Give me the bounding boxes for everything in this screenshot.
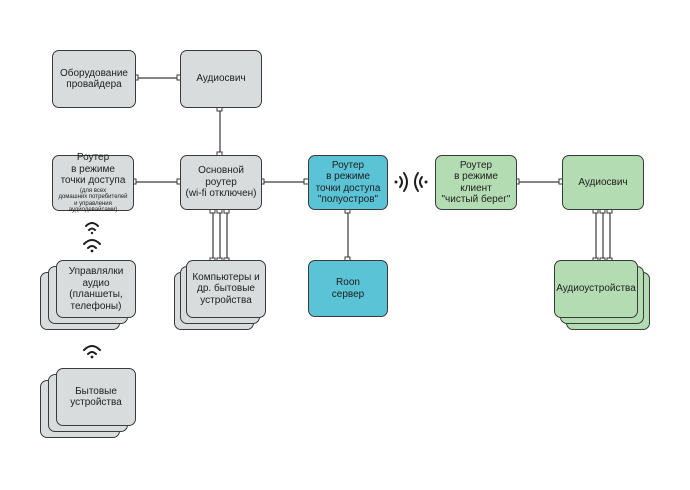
provider-equipment-label: Оборудование провайдера — [59, 67, 128, 91]
wifi-icon — [83, 239, 101, 253]
household-devices-node: Бытовые устройства — [56, 368, 136, 426]
access-point-router-note: (для всех домашних потребителей и управл… — [58, 187, 128, 214]
provider-equipment-node: Оборудование провайдера — [52, 50, 136, 108]
audio-controllers-label: Управлялки аудио (планшеты, телефоны) — [68, 266, 124, 312]
audio-switch-top-label: Аудиосвич — [196, 73, 246, 85]
household-devices-label: Бытовые устройства — [70, 385, 122, 409]
bridge-router-label: Роутер в режиме точки доступа "полуостро… — [315, 159, 381, 206]
roon-server-node: Roon сервер — [308, 260, 388, 317]
computers-node: Компьютеры и др. бытовые устройства — [186, 260, 266, 318]
audio-switch-right-node: Аудиосвич — [562, 155, 644, 210]
wifi-icon — [85, 222, 99, 235]
access-point-router-node: Роутер в режиме точки доступа (для всех … — [52, 152, 134, 214]
computers-label: Компьютеры и др. бытовые устройства — [192, 271, 260, 306]
audio-devices-label: Аудиоустройства — [556, 283, 636, 295]
roon-server-label: Roon сервер — [331, 277, 365, 300]
audio-switch-top-node: Аудиосвич — [180, 50, 262, 108]
access-point-router-label: Роутер в режиме точки доступа (для всех … — [58, 152, 128, 214]
signal-right-icon — [394, 172, 408, 192]
connectors — [134, 77, 611, 262]
audio-switch-right-label: Аудиосвич — [578, 176, 628, 188]
signal-left-icon — [414, 172, 428, 192]
client-router-label: Роутер в режиме клиент "чистый берег" — [441, 159, 511, 206]
client-router-node: Роутер в режиме клиент "чистый берег" — [435, 155, 517, 210]
bridge-router-node: Роутер в режиме точки доступа "полуостро… — [308, 155, 388, 210]
audio-controllers-node: Управлялки аудио (планшеты, телефоны) — [56, 260, 136, 318]
wifi-icon — [83, 345, 101, 359]
main-router-label: Основной роутер (wi-fi отключен) — [185, 165, 257, 200]
main-router-node: Основной роутер (wi-fi отключен) — [180, 155, 262, 210]
audio-devices-node: Аудиоустройства — [554, 260, 638, 318]
